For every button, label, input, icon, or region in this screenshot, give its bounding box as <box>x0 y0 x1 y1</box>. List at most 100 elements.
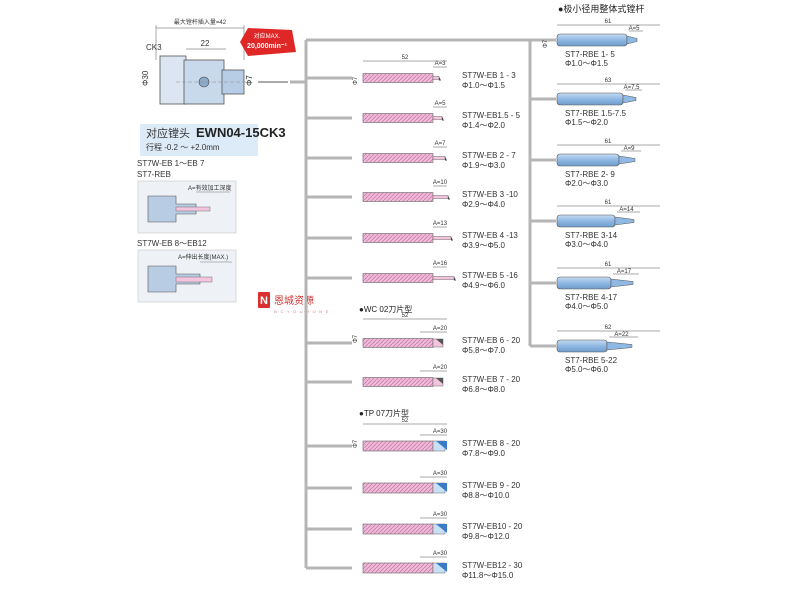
dim-phi-label: Φ7 <box>353 334 359 343</box>
bar-tip <box>432 116 443 120</box>
bar-range: Φ9.8～Φ12.0 <box>462 532 510 541</box>
reb-a-label: A=22 <box>614 332 629 338</box>
bar-name: ST7W-EB10 - 20 <box>462 522 523 531</box>
schematic2-note: A=伸出长度(MAX.) <box>178 253 228 261</box>
bar-shank <box>362 273 434 283</box>
insert-icon <box>436 339 443 345</box>
reb-a-label: A=9 <box>624 146 636 152</box>
insert-icon <box>436 563 447 572</box>
reb-tip <box>622 94 637 104</box>
ck3-label: CK3 <box>146 43 162 52</box>
bar-range: Φ6.8～Φ8.0 <box>462 385 506 394</box>
dim-phi-label: Φ7 <box>353 439 359 448</box>
head-box: 对应镗头 EWN04-15CK3 行程 -0.2 ～ +2.0mm <box>140 124 286 156</box>
schematic1-caption1: ST7W-EB 1～EB 7 <box>137 159 205 168</box>
insert-icon <box>436 441 447 450</box>
bar-name: ST7W-EB 5 -16 <box>462 271 518 280</box>
bar-a-dim: A=20 <box>433 365 448 371</box>
reb-len-label: 61 <box>605 19 612 25</box>
section-small-label: ●极小径用整体式镗杆 <box>558 3 644 14</box>
bar-a-dim: A=13 <box>433 221 448 227</box>
bar-shank <box>362 73 434 83</box>
dim-52-label: 52 <box>402 313 409 319</box>
insert-icon <box>436 483 447 492</box>
bar-name: ST7W-EB 9 - 20 <box>462 481 521 490</box>
dim-22-label: 22 <box>201 39 210 48</box>
reb-body <box>556 153 620 167</box>
bar-a-dim: A=30 <box>433 429 448 435</box>
bar-shank <box>362 338 434 348</box>
bar-range: Φ5.8～Φ7.0 <box>462 346 506 355</box>
reb-name: ST7-RBE 4-17 <box>565 293 618 302</box>
schematic-eb8-12: ST7W-EB 8～EB12 A=伸出长度(MAX.) <box>137 239 237 303</box>
bar-a-dim: A=5 <box>435 101 447 107</box>
reb-len-label: 61 <box>605 262 612 268</box>
dim-52-label: 52 <box>402 418 409 424</box>
bar-range: Φ4.9～Φ6.0 <box>462 281 506 290</box>
reb-range: Φ1.0～Φ1.5 <box>565 59 609 68</box>
reb-a-label: A=7.5 <box>624 85 641 91</box>
bar-shank <box>362 377 434 387</box>
head-model: EWN04-15CK3 <box>196 125 286 140</box>
bar-name: ST7W-EB 1 - 3 <box>462 71 516 80</box>
dim-phi-label: Φ7 <box>353 76 359 85</box>
bar-tip <box>432 156 446 160</box>
bar-a-dim: A=7 <box>435 141 447 147</box>
watermark: N 恩城资源 N · C · Y · O · U · H · O · N · E <box>258 292 329 314</box>
reb-body <box>556 92 624 106</box>
bar-shank <box>362 192 434 202</box>
bar-range: Φ8.8～Φ10.0 <box>462 491 510 500</box>
bar-range: Φ1.9～Φ3.0 <box>462 161 506 170</box>
reb-range: Φ3.0～Φ4.0 <box>565 240 609 249</box>
bar-a-dim: A=10 <box>433 180 448 186</box>
bar-name: ST7W-EB12 - 30 <box>462 561 523 570</box>
schematic1-note: A=有效加工深度 <box>188 184 232 192</box>
insert-icon <box>436 524 447 533</box>
reb-body <box>556 276 612 290</box>
bar-shank <box>362 113 434 123</box>
reb-len-label: 62 <box>605 325 612 331</box>
reb-tip <box>614 216 635 226</box>
badge-line2: 20,000min⁻¹ <box>247 43 288 50</box>
schematic-eb1-7: ST7W-EB 1～EB 7 ST7-REB A=有效加工深度 <box>137 159 237 234</box>
reb-name: ST7-RBE 1- 5 <box>565 50 615 59</box>
bar-shank <box>362 233 434 243</box>
holder-drawing: 最大镗杆插入量=42 22 CK3 Φ30 Φ7 <box>141 18 288 105</box>
bar-name: ST7W-EB 3 -10 <box>462 190 518 199</box>
bar-shank <box>362 482 434 494</box>
bar-range: Φ7.8～Φ9.0 <box>462 449 506 458</box>
reb-tip <box>610 278 634 288</box>
reb-a-label: A=5 <box>629 26 641 32</box>
reb-name: ST7-RBE 2- 9 <box>565 170 615 179</box>
reb-name: ST7-RBE 1.5-7.5 <box>565 109 626 118</box>
reb-tip <box>606 341 633 351</box>
reb-a-label: A=17 <box>617 269 632 275</box>
bar-tip <box>432 236 452 240</box>
bar-name: ST7W-EB 6 - 20 <box>462 336 521 345</box>
schematic2-caption: ST7W-EB 8～EB12 <box>137 239 207 248</box>
section-wc-label: ●WC 02刀片型 <box>359 304 412 314</box>
section-tp-label: ●TP 07刀片型 <box>359 408 409 418</box>
reb-range: Φ1.5～Φ2.0 <box>565 118 609 127</box>
max-speed-badge: 对应MAX. 20,000min⁻¹ <box>240 28 296 56</box>
bar-name: ST7W-EB 7 - 20 <box>462 375 521 384</box>
dim-52-label: 52 <box>402 55 409 61</box>
reb-len-label: 61 <box>605 139 612 145</box>
bar-a-dim: A=16 <box>433 261 448 267</box>
bar-shank <box>362 440 434 452</box>
